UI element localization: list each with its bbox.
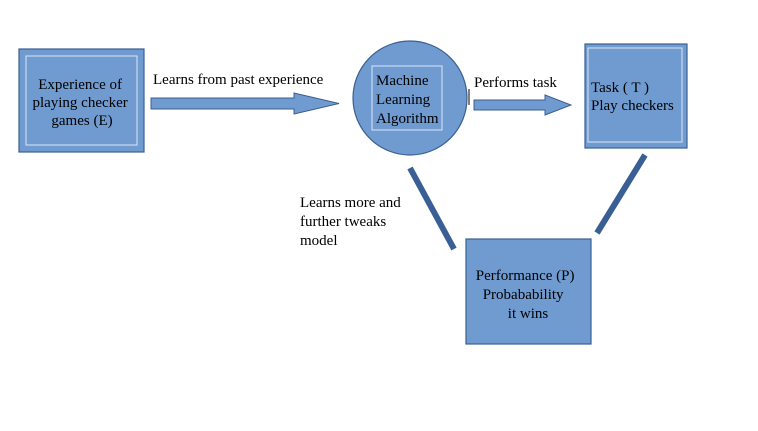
experience-box [18, 48, 145, 153]
feedback-line-2: further tweaks [300, 214, 386, 230]
performance-label: Performance (P) Probabability it wins [476, 268, 578, 322]
experience-line-2: playing checker [32, 95, 127, 111]
performance-line-3: it wins [508, 306, 549, 322]
learns-from-experience-edge: Learns from past experience [150, 72, 340, 115]
experience-inner-border [25, 55, 138, 146]
ml-algorithm-circle [352, 40, 468, 156]
task-box [584, 43, 688, 149]
experience-line-3: games (E) [51, 113, 112, 129]
performs-task-edge: Performs task [473, 75, 573, 116]
performance-node: Performance (P) Probabability it wins [465, 238, 592, 345]
performs-task-label: Performs task [474, 75, 557, 91]
task-line-1: Task ( T ) [591, 80, 649, 96]
feedback-line-3: model [300, 233, 338, 249]
ml-to-performance-connector [407, 166, 457, 251]
learns-arrow [150, 92, 340, 115]
learns-from-experience-label: Learns from past experience [153, 72, 324, 88]
ml-algorithm-label: Machine Learning Algorithm [376, 73, 439, 127]
task-node: Task ( T ) Play checkers [584, 43, 688, 149]
performance-line-1: Performance (P) [476, 268, 575, 284]
experience-label: Experience of playing checker games (E) [32, 77, 131, 129]
feedback-line-1: Learns more and [300, 195, 401, 211]
task-inner-border [587, 47, 683, 143]
ml-algorithm-node: Machine Learning Algorithm [352, 40, 470, 156]
performance-box [465, 238, 592, 345]
performance-line-2: Probabability [483, 287, 564, 303]
feedback-label: Learns more and further tweaks model [300, 195, 405, 249]
task-line-2: Play checkers [591, 98, 674, 114]
performs-arrow [473, 94, 573, 116]
ml-algorithm-inner-border [371, 65, 443, 131]
task-to-performance-connector [594, 153, 648, 235]
task-label: Task ( T ) Play checkers [591, 80, 674, 114]
experience-line-1: Experience of [38, 77, 122, 93]
ml-algorithm-line-3: Algorithm [376, 111, 439, 127]
ml-algorithm-line-2: Learning [376, 92, 431, 108]
ml-algorithm-line-1: Machine [376, 73, 429, 89]
experience-node: Experience of playing checker games (E) [18, 48, 145, 153]
